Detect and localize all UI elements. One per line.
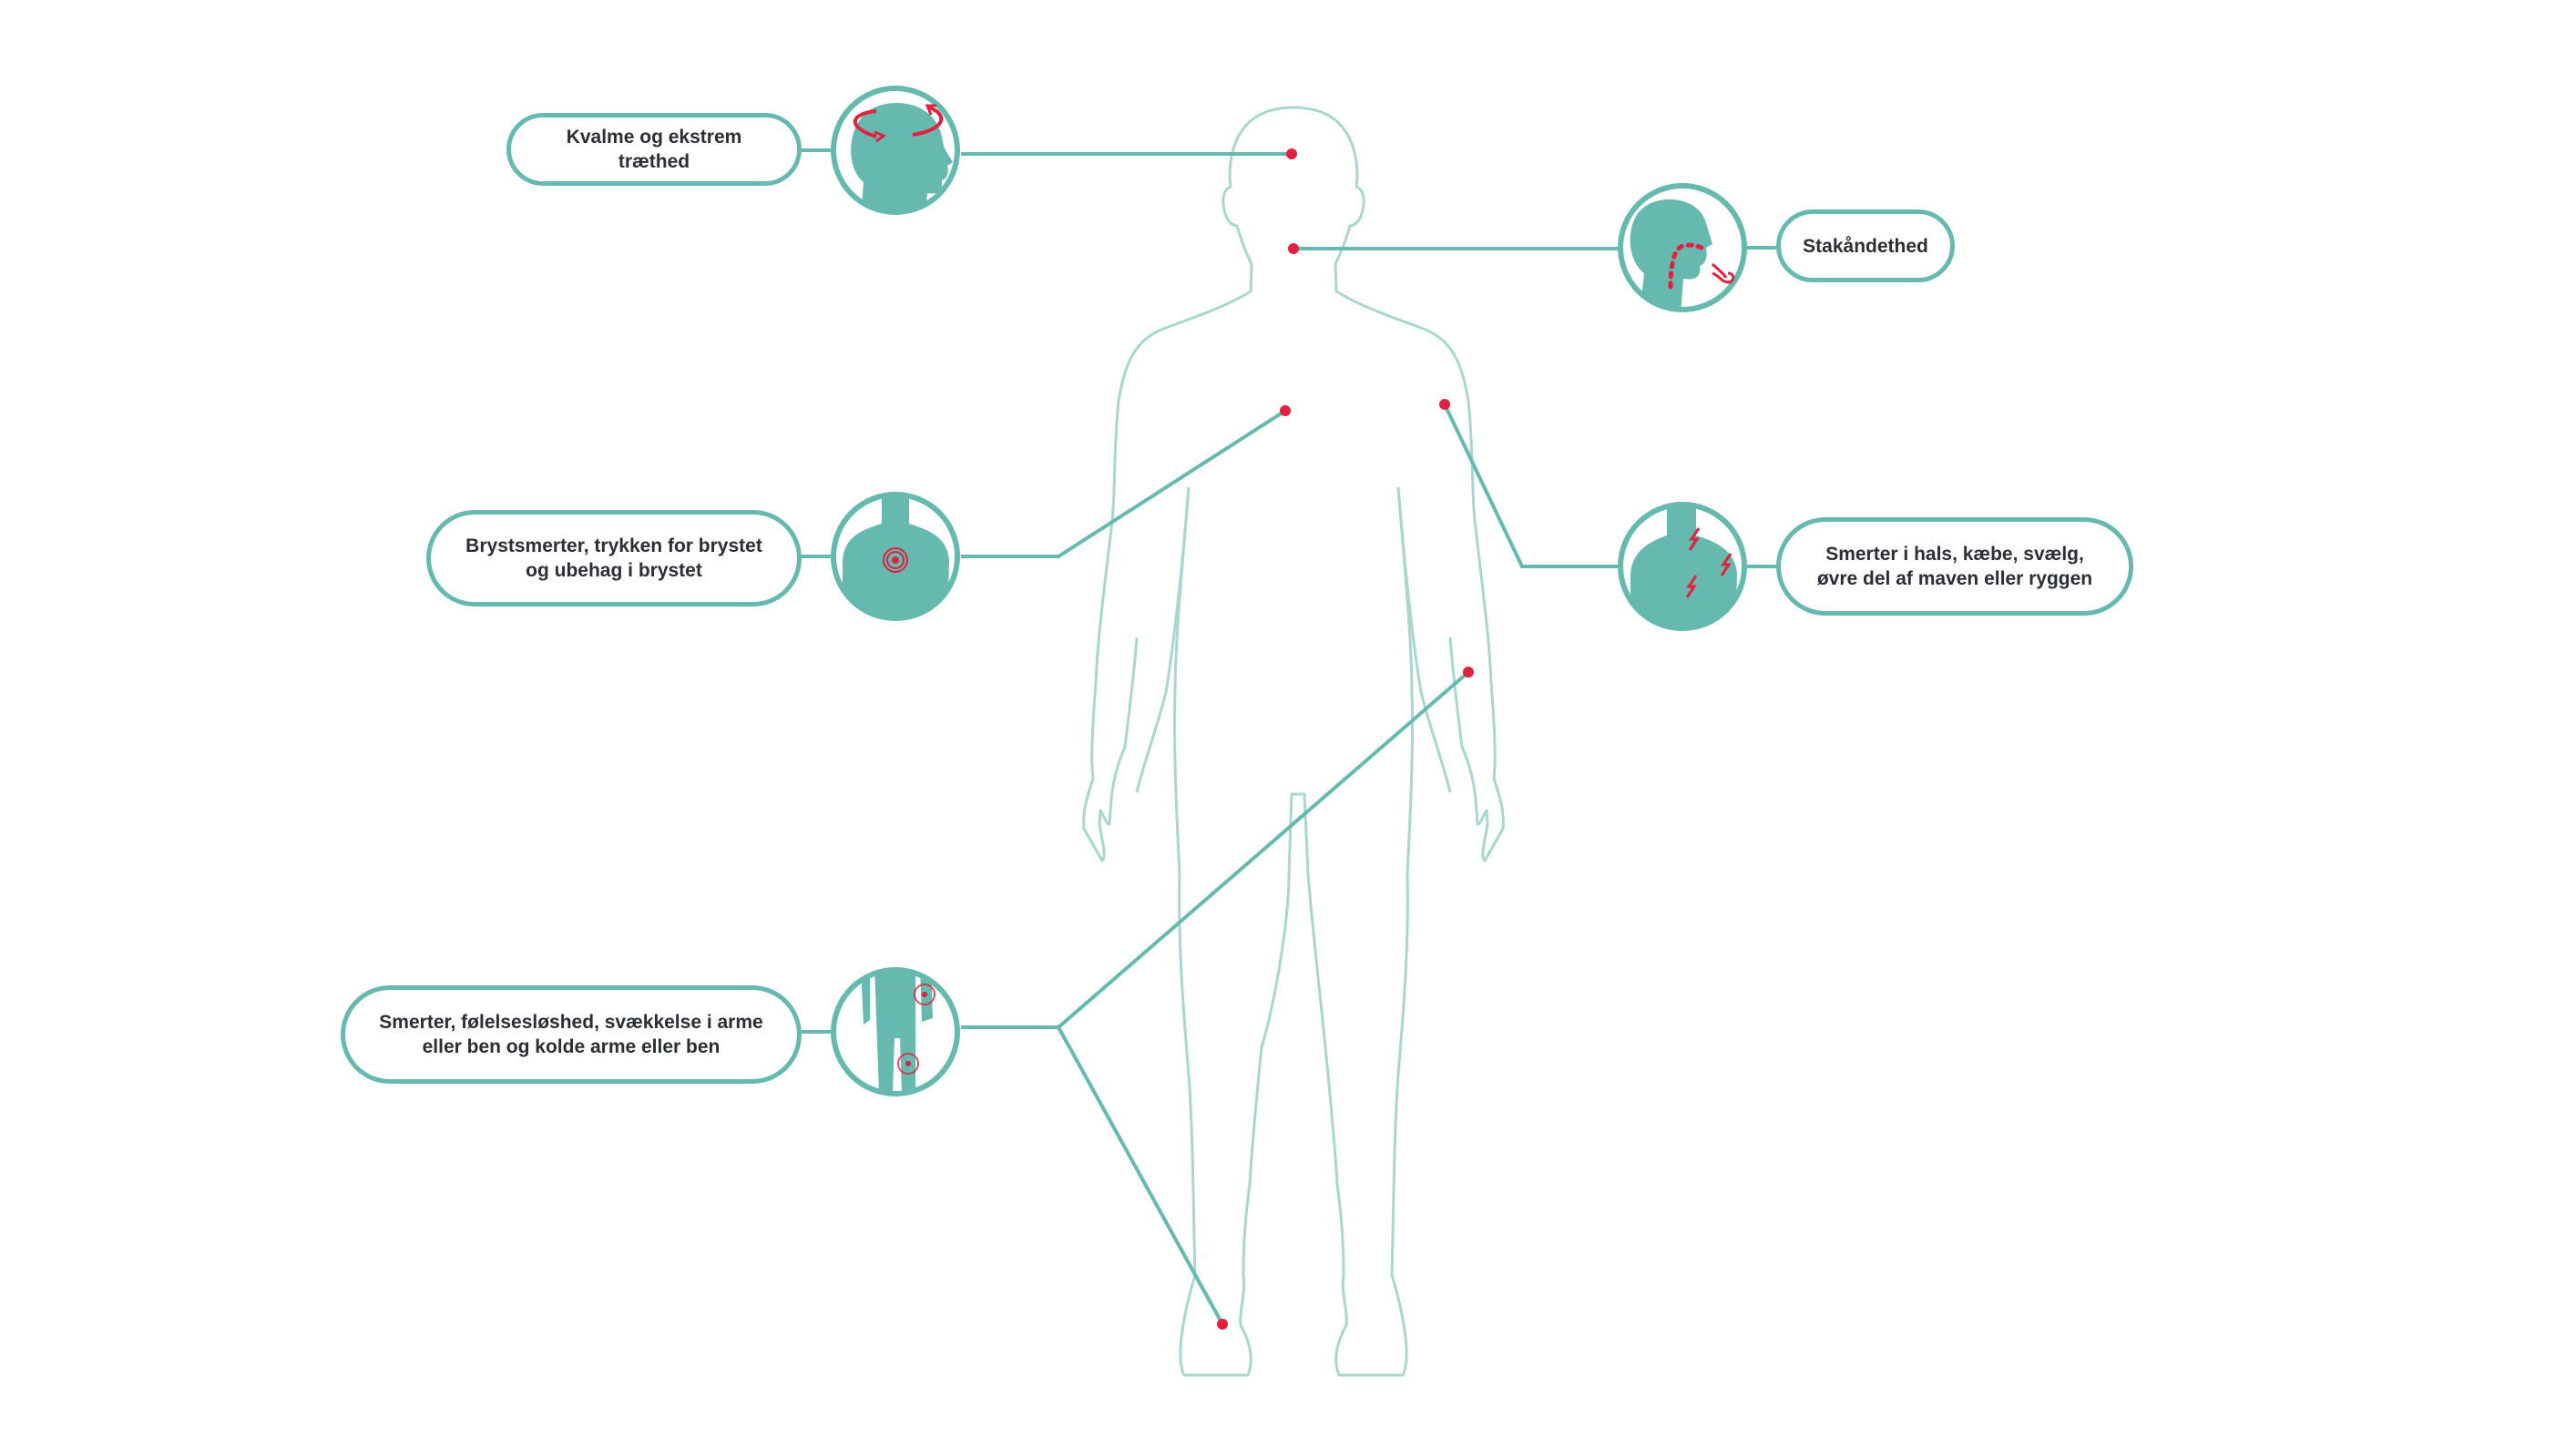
symptom-label-neck-jaw-pain: Smerter i hals, kæbe, svælg, øvre del af… xyxy=(1776,517,2133,616)
chest-pain-torso-icon xyxy=(831,492,960,621)
connector-shoulder xyxy=(1443,403,1618,568)
symptom-label-breathlessness: Stakåndethed xyxy=(1776,209,1955,282)
connector-foot xyxy=(1057,1026,1224,1325)
body-outline xyxy=(1082,106,1505,1377)
lightning-pain-torso-icon xyxy=(1618,502,1747,631)
connector-lines xyxy=(802,148,1776,1325)
pain-markers xyxy=(1217,148,1474,1330)
breathing-head-icon xyxy=(1618,183,1747,312)
symptom-label-nausea: Kvalme og ekstrem træthed xyxy=(506,113,802,186)
marker-hand xyxy=(1463,667,1474,678)
symptom-label-chest-pain: Brystsmerter, trykken for brystet og ube… xyxy=(426,510,802,607)
marker-throat xyxy=(1288,243,1299,254)
marker-chest xyxy=(1280,405,1291,416)
marker-head xyxy=(1286,148,1297,159)
symptom-label-limb-pain: Smerter, følelsesløshed, svækkelse i arm… xyxy=(341,985,802,1084)
dizzy-head-icon xyxy=(831,86,960,215)
marker-foot xyxy=(1217,1319,1228,1330)
marker-shoulder xyxy=(1439,399,1450,410)
connector-chest xyxy=(961,409,1287,558)
connector-limbs xyxy=(961,670,1470,1029)
limb-pain-body-icon xyxy=(831,967,960,1096)
